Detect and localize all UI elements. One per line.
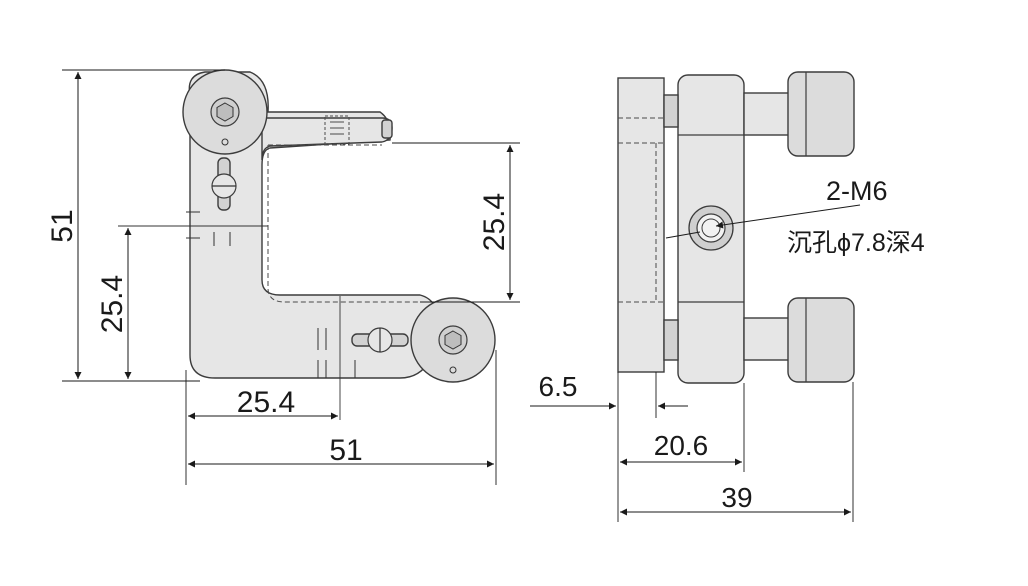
- dim-plate-offset: 6.5: [539, 371, 578, 402]
- lower-knob: [787, 297, 855, 383]
- mounting-plate: [617, 77, 665, 373]
- arm-tip-pin: [381, 119, 393, 139]
- dim-width-center: 25.4: [237, 386, 295, 419]
- upper-knob: [787, 71, 855, 157]
- lower-knob-shaft: [743, 317, 791, 361]
- callout-leader: [715, 204, 861, 229]
- upper-knob-shaft: [743, 92, 791, 136]
- callout-counterbore: 沉孔ϕ7.8深4: [787, 229, 925, 257]
- dim-opening-height: 25.4: [478, 193, 511, 251]
- dim-height-overall: 51: [46, 209, 79, 242]
- dim-body-width: 20.6: [654, 430, 709, 461]
- hex-socket-icon: [216, 102, 234, 122]
- callout-holes: 2-M6: [826, 176, 888, 206]
- dim-width-overall: 51: [329, 434, 362, 467]
- set-screw-hidden: [324, 115, 350, 145]
- dim-depth-overall: 39: [721, 482, 752, 513]
- inner-slot-hidden: [267, 145, 420, 303]
- upper-arm: [261, 117, 393, 161]
- front-view: 51 25.4 25.4 25.4 51: [46, 69, 520, 485]
- side-view: 2-M6 沉孔ϕ7.8深4 6.5 20.6 39: [530, 71, 925, 522]
- dim-height-center: 25.4: [96, 275, 129, 333]
